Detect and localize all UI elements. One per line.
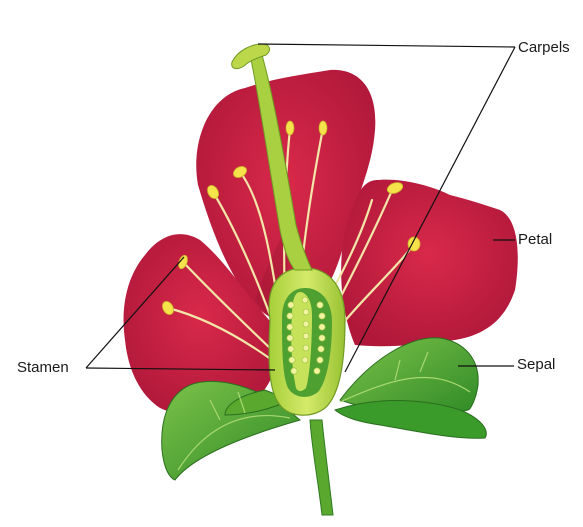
stamen-label: Stamen: [17, 359, 69, 377]
stem: [310, 420, 333, 515]
leader-line-carpels: [258, 44, 515, 47]
anther: [286, 121, 294, 135]
carpels-label: Carpels: [518, 39, 570, 57]
petal-right: [341, 180, 518, 347]
petal-label: Petal: [518, 231, 552, 249]
anther: [319, 121, 327, 135]
sepal-label: Sepal: [517, 356, 555, 374]
